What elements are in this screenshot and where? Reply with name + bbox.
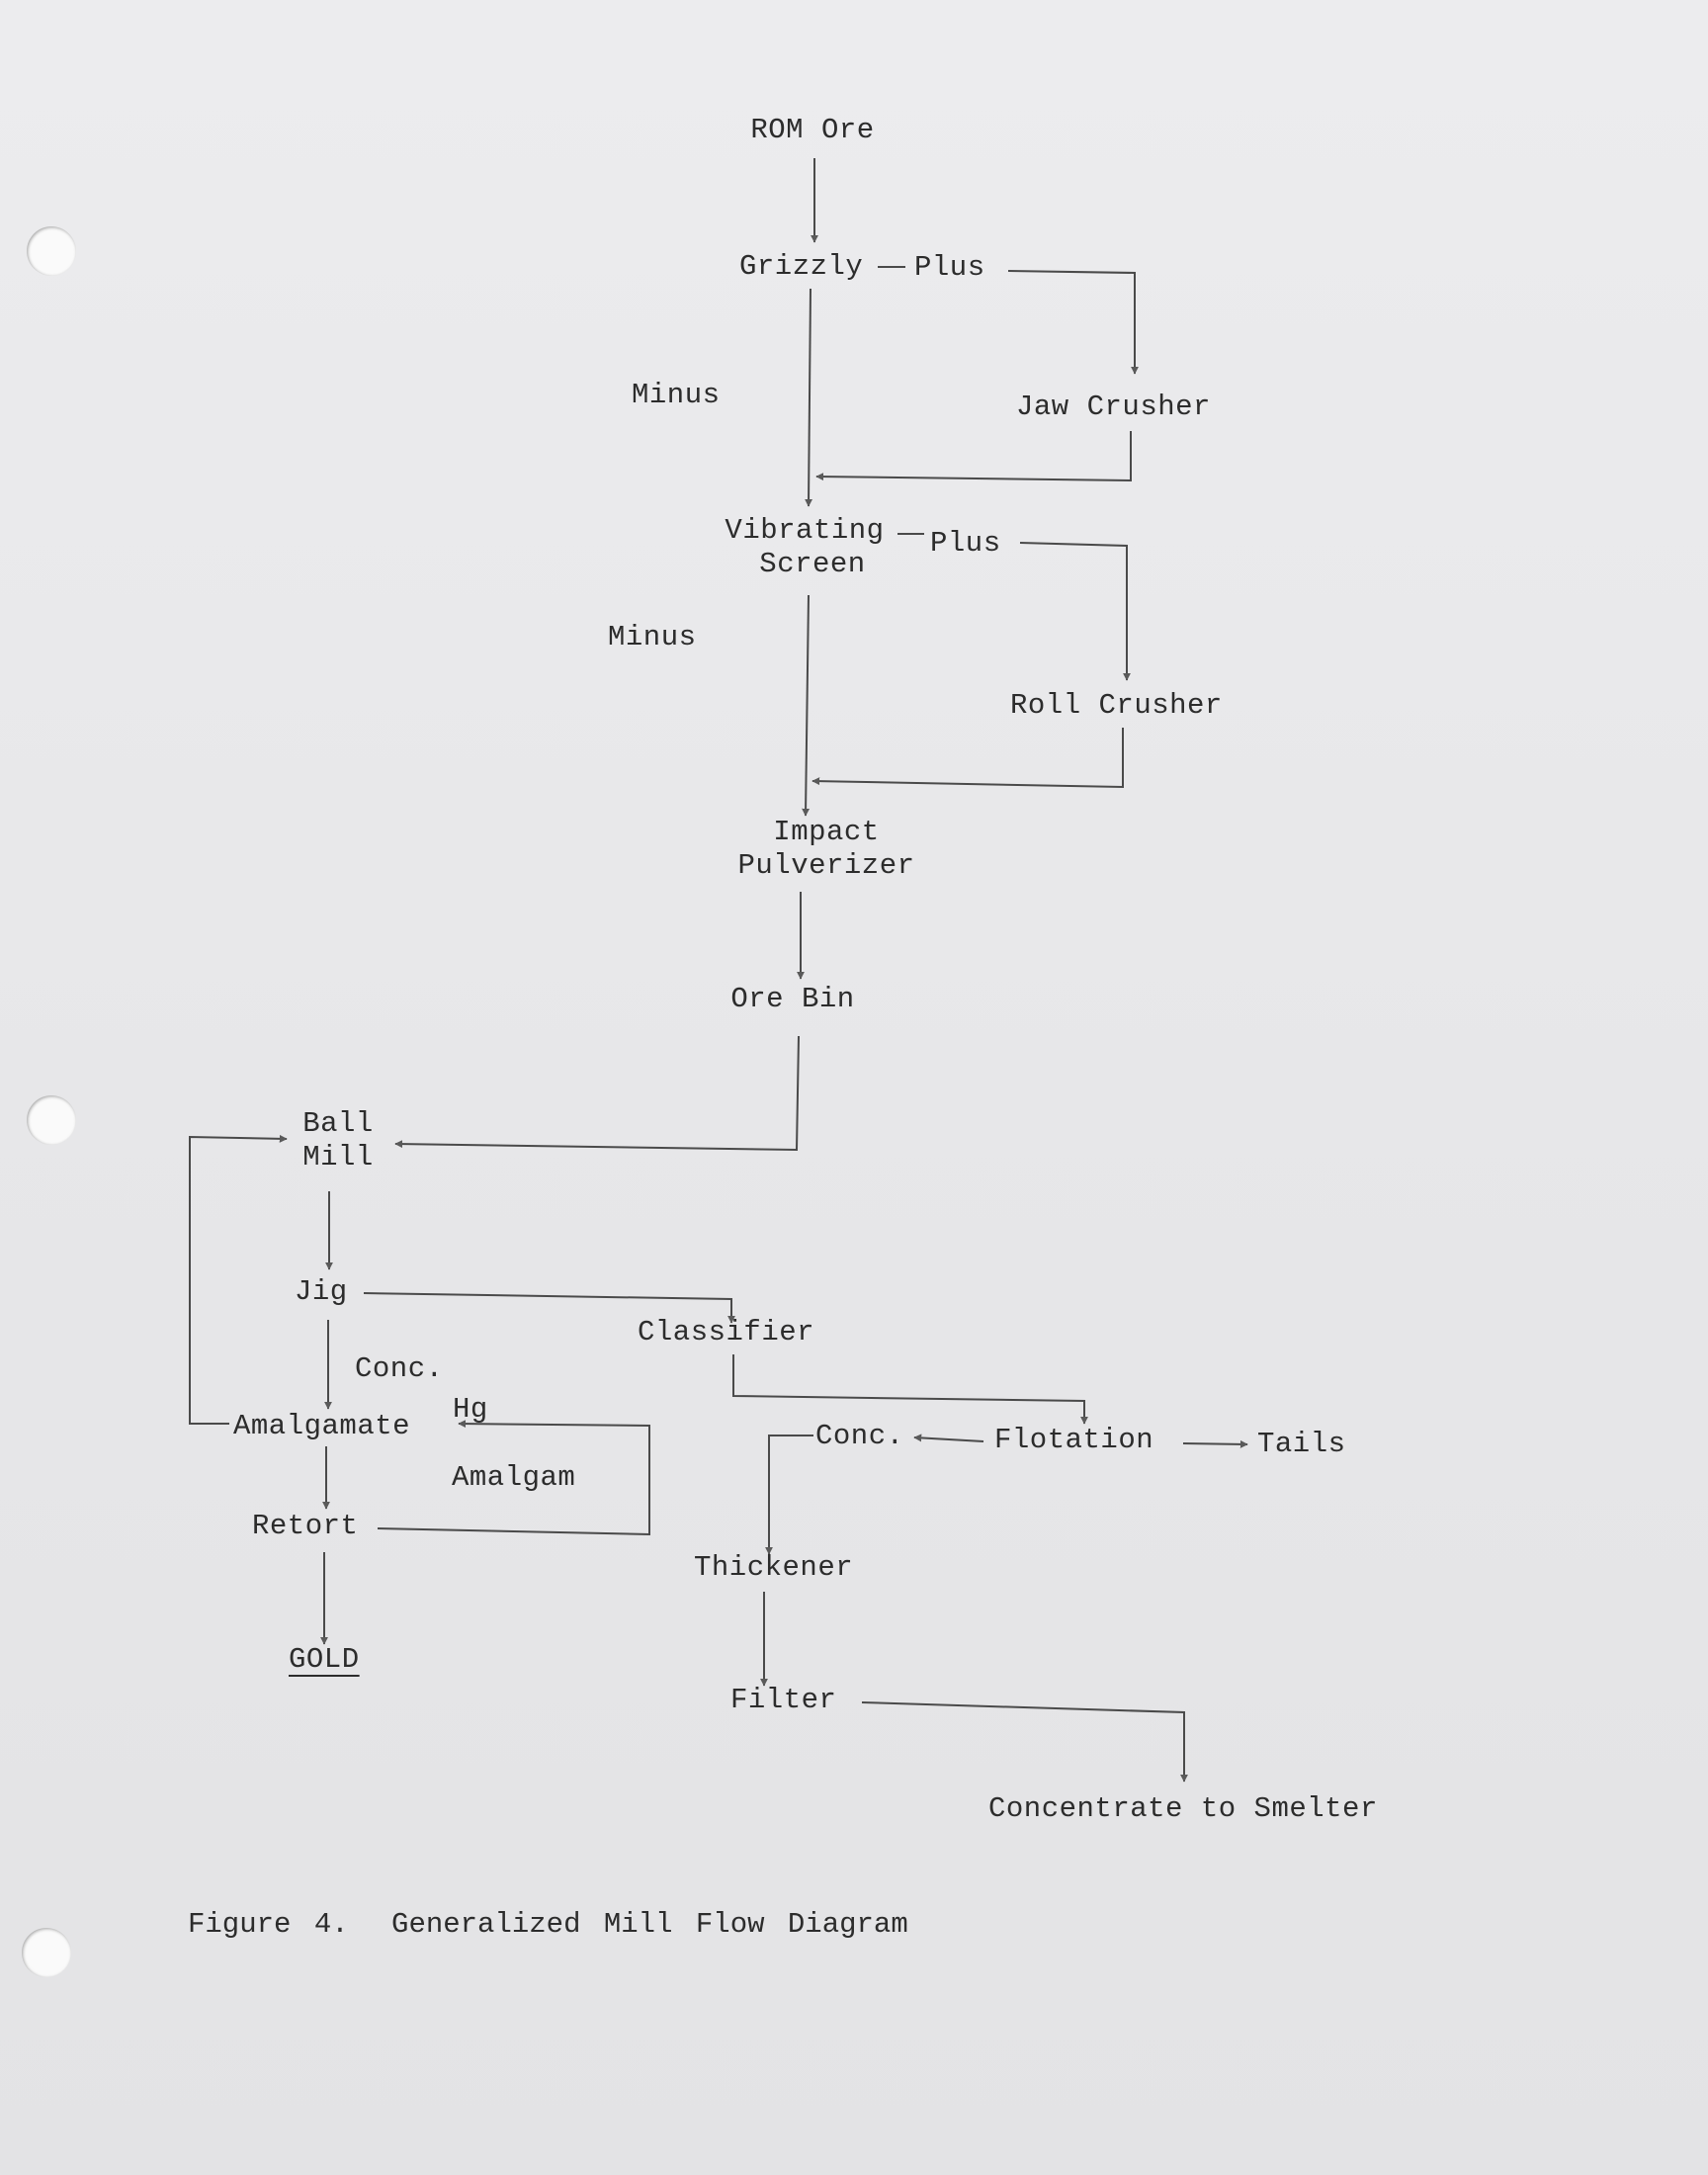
arrow-plus-to-jaw-crusher: [1007, 270, 1139, 375]
binder-hole-bottom: [22, 1928, 71, 1977]
node-amalgamate: Amalgamate: [233, 1410, 411, 1442]
figure-caption: Figure 4. Generalized Mill Flow Diagram: [188, 1908, 908, 1941]
node-jaw-crusher: Jaw Crusher: [1016, 391, 1211, 423]
node-grizzly: Grizzly: [739, 250, 864, 283]
arrow-roll-crusher-return: [811, 728, 1124, 789]
node-ore-bin: Ore Bin: [730, 983, 855, 1015]
edge-label-hg: Hg: [453, 1393, 488, 1426]
node-gold: GOLD: [289, 1643, 360, 1676]
arrow-plus-to-roll-crusher: [1019, 542, 1131, 681]
binder-hole-top: [27, 226, 76, 276]
figure-caption-title: Generalized Mill Flow Diagram: [391, 1908, 908, 1941]
arrow-conc-to-thickener: [765, 1435, 813, 1555]
arrow-retort-hg-return: [377, 1420, 650, 1536]
edge-label-grizzly-minus: Minus: [632, 379, 721, 411]
node-roll-crusher: Roll Crusher: [1010, 689, 1223, 722]
node-vibrating-screen-line2: Screen: [759, 548, 866, 580]
edge-label-flotation-conc: Conc.: [815, 1420, 904, 1452]
node-retort: Retort: [252, 1510, 359, 1542]
node-jig: Jig: [295, 1275, 348, 1308]
arrow-jig-to-classifier: [363, 1292, 735, 1324]
arrow-ore-bin-to-ball-mill: [394, 1035, 800, 1152]
node-flotation: Flotation: [994, 1424, 1154, 1456]
node-filter: Filter: [730, 1684, 837, 1716]
arrow-flotation-to-conc: [913, 1434, 984, 1442]
node-thickener: Thickener: [694, 1551, 854, 1584]
edge-label-grizzly-plus: Plus: [914, 251, 985, 284]
node-impact-pulverizer-line1: Impact: [773, 816, 880, 848]
node-concentrate-to-smelter: Concentrate to Smelter: [988, 1792, 1378, 1825]
arrow-jaw-crusher-return: [815, 431, 1132, 482]
node-rom-ore: ROM Ore: [750, 114, 875, 146]
arrow-flotation-to-tails: [1182, 1439, 1248, 1448]
node-ball-mill-line1: Ball: [302, 1107, 374, 1140]
node-impact-pulverizer-line2: Pulverizer: [737, 849, 915, 882]
node-tails: Tails: [1257, 1428, 1346, 1460]
edge-label-screen-plus: Plus: [930, 527, 1001, 560]
arrow-classifier-to-flotation: [732, 1354, 1088, 1425]
arrow-amalgamate-recycle-to-ball-mill: [189, 1134, 288, 1425]
edge-label-jig-conc: Conc.: [355, 1352, 444, 1385]
node-classifier: Classifier: [638, 1316, 815, 1348]
edge-label-amalgam: Amalgam: [452, 1461, 576, 1494]
figure-caption-label: Figure 4.: [188, 1908, 349, 1941]
arrow-filter-to-smelter: [861, 1701, 1188, 1783]
arrow-screen-minus-to-pulverizer: [802, 594, 811, 817]
arrow-grizzly-minus-to-screen: [805, 288, 813, 507]
node-vibrating-screen-line1: Vibrating: [725, 514, 885, 547]
edge-label-screen-minus: Minus: [608, 621, 697, 653]
binder-hole-middle: [27, 1095, 76, 1145]
node-ball-mill-line2: Mill: [302, 1141, 374, 1174]
